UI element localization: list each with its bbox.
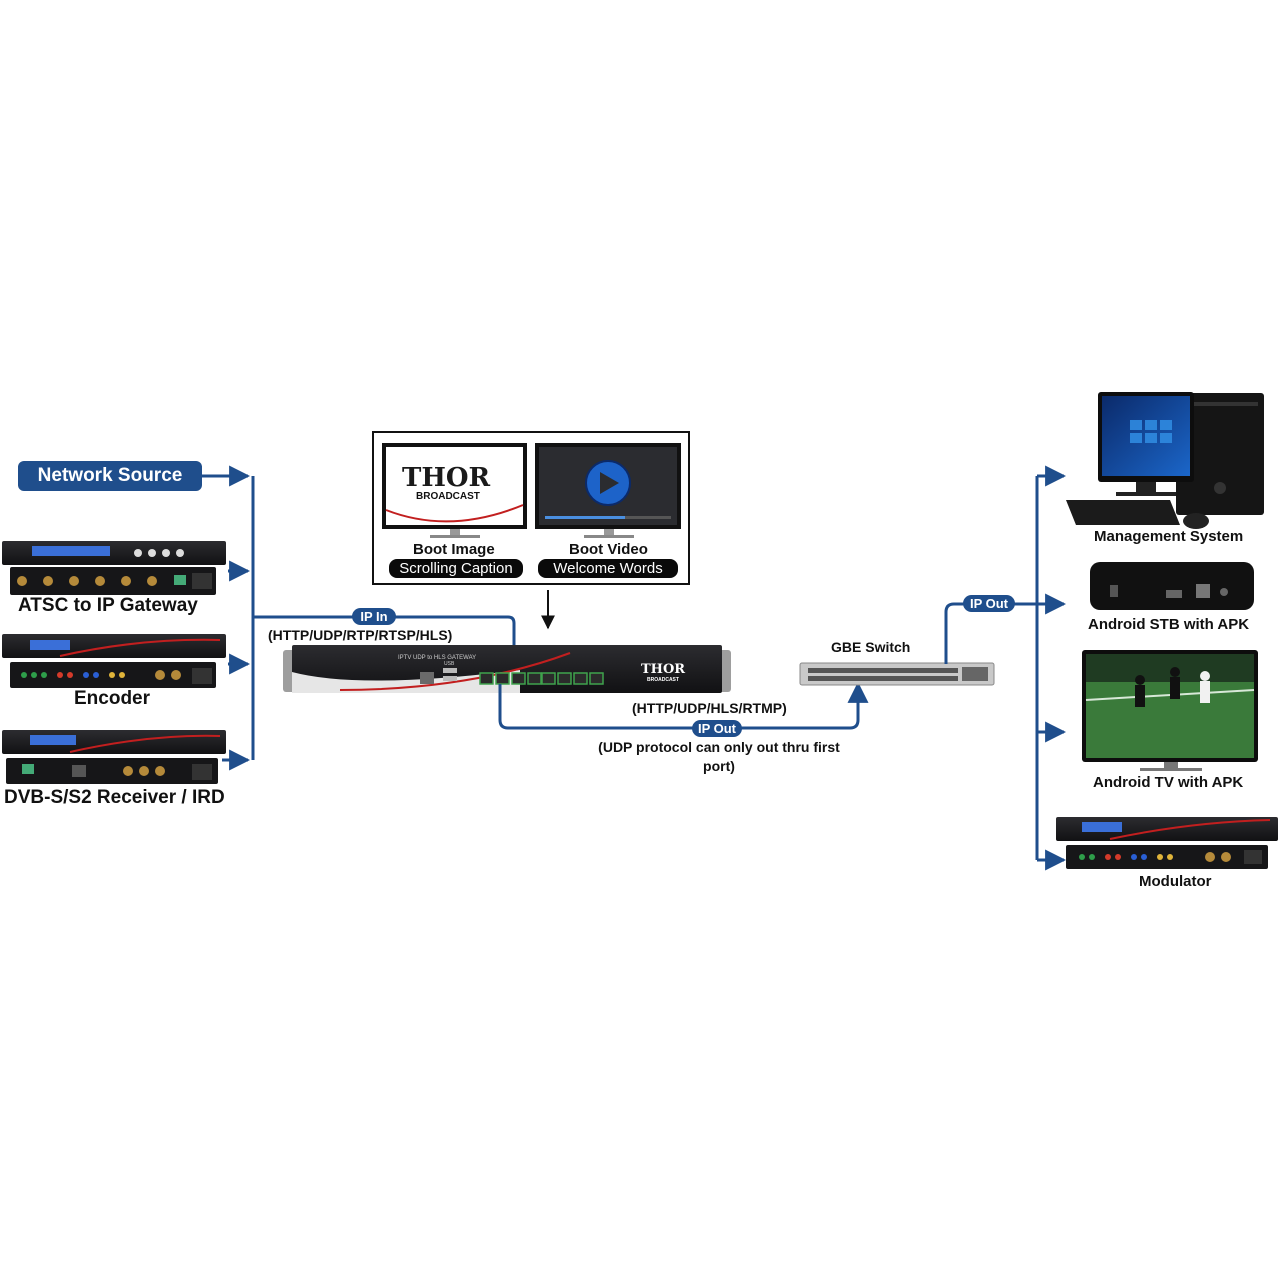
management-pc [1066, 392, 1264, 529]
ip-out-mid-connector [498, 681, 869, 730]
encoder-device [2, 634, 226, 688]
ip-in-badge: IP In [352, 608, 396, 625]
iptv-gateway-device [283, 645, 731, 693]
gateway-logo-main: THOR [641, 662, 686, 677]
management-system-label: Management System [1094, 528, 1244, 545]
encoder-label: Encoder [74, 688, 151, 709]
gateway-panel-title: IPTV UDP to HLS GATEWAY [398, 655, 477, 661]
gbe-switch-device [799, 662, 995, 686]
boot-logo-sub: BROADCAST [416, 491, 480, 502]
scrolling-caption-label: Scrolling Caption [389, 559, 523, 578]
modulator-label: Modulator [1139, 873, 1212, 890]
atsc-gateway-label: ATSC to IP Gateway [18, 595, 198, 616]
ip-out-right-badge: IP Out [963, 595, 1015, 612]
ip-out-protocols: (HTTP/UDP/HLS/RTMP) [632, 700, 787, 716]
source-connectors [202, 465, 525, 771]
ip-out-mid-badge: IP Out [692, 720, 742, 737]
dvb-receiver-label: DVB-S/S2 Receiver / IRD [4, 787, 225, 808]
gateway-usb-label: USB [444, 661, 455, 667]
android-tv-label: Android TV with APK [1093, 774, 1244, 791]
welcome-words-label: Welcome Words [538, 559, 678, 578]
boot-image-label: Boot Image [413, 541, 495, 558]
gbe-switch-label: GBE Switch [831, 639, 911, 655]
android-stb-device [1090, 562, 1254, 610]
boot-video-label: Boot Video [569, 541, 648, 558]
network-source-badge: Network Source [18, 461, 202, 491]
atsc-gateway-device [2, 541, 226, 595]
boot-logo-main: THOR [402, 463, 491, 493]
ip-in-protocols: (HTTP/UDP/RTP/RTSP/HLS) [268, 627, 453, 643]
gateway-logo-sub: BROADCAST [647, 677, 679, 683]
android-tv-device [1082, 650, 1258, 771]
dvb-receiver-device [2, 730, 226, 784]
boot-media-box [372, 431, 690, 585]
udp-note: (UDP protocol can only out thru first po… [598, 739, 840, 774]
android-stb-label: Android STB with APK [1088, 616, 1250, 633]
output-connectors [944, 465, 1067, 871]
modulator-device [1056, 817, 1278, 869]
